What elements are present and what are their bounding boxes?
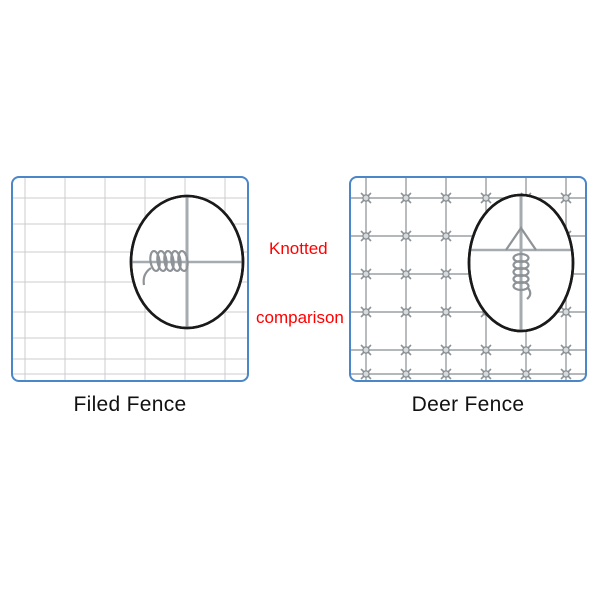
- knot-icon: [440, 306, 452, 318]
- knot-icon: [360, 344, 372, 356]
- deer-fence-illustration: [351, 178, 585, 380]
- knot-icon: [360, 368, 372, 380]
- knot-icon: [440, 192, 452, 204]
- annotation-comparison: comparison: [256, 308, 344, 327]
- knot-icon: [400, 268, 412, 280]
- knot-icon: [520, 344, 532, 356]
- magnifier-ellipse-right-rim: [467, 193, 575, 333]
- knot-icon: [560, 368, 572, 380]
- knot-icon: [360, 268, 372, 280]
- knot-icon: [480, 368, 492, 380]
- caption-filed-fence: Filed Fence: [73, 393, 187, 416]
- knot-icon: [440, 344, 452, 356]
- caption-deer-fence: Deer Fence: [411, 393, 525, 416]
- right-fence-panel: [349, 176, 587, 382]
- magnifier-ellipse-left-rim: [129, 194, 245, 330]
- knot-closeup-left: [131, 196, 243, 328]
- knot-closeup-right: [469, 195, 573, 331]
- annotation-knotted: Knotted: [269, 239, 328, 258]
- knot-icon: [560, 344, 572, 356]
- knot-icon: [440, 368, 452, 380]
- knot-icon: [440, 268, 452, 280]
- knot-icon: [480, 192, 492, 204]
- knot-icon: [400, 368, 412, 380]
- knot-icon: [400, 230, 412, 242]
- knot-icon: [360, 230, 372, 242]
- knot-icon: [400, 306, 412, 318]
- knot-icon: [560, 192, 572, 204]
- knot-icon: [520, 368, 532, 380]
- left-fence-panel: [11, 176, 249, 382]
- knot-icon: [360, 192, 372, 204]
- knot-icon: [400, 192, 412, 204]
- knot-icon: [560, 306, 572, 318]
- knot-icon: [400, 344, 412, 356]
- knot-icon: [440, 230, 452, 242]
- knot-icon: [360, 306, 372, 318]
- field-fence-illustration: [13, 178, 247, 380]
- knot-icon: [480, 344, 492, 356]
